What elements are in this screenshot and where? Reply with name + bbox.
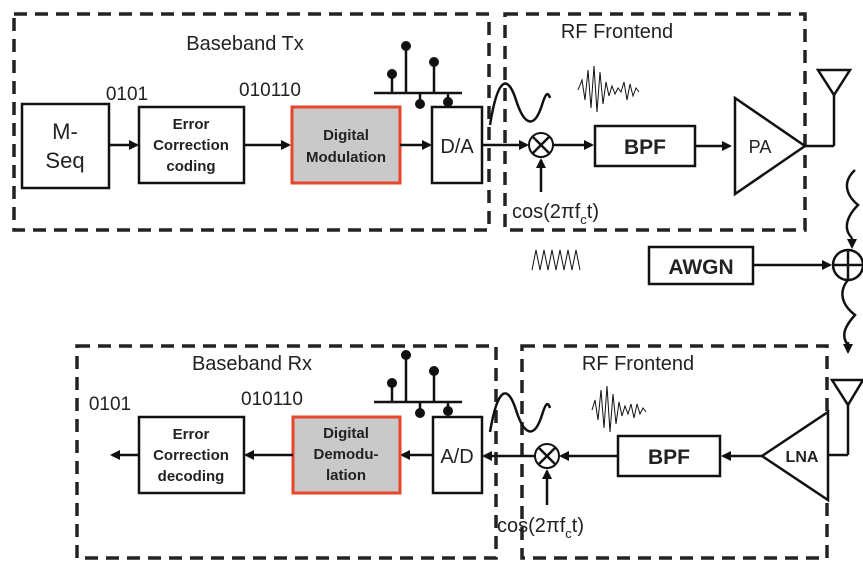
tx-mixer-icon xyxy=(528,132,554,158)
rx-analog-wave-icon xyxy=(488,392,552,433)
rx-symbols-icon xyxy=(374,350,462,418)
tx-antenna-icon xyxy=(815,68,853,146)
baseband-rx-region xyxy=(75,344,498,560)
mod-label-2: Modulation xyxy=(306,149,386,166)
rx-lo-label: cos(2πfct) xyxy=(497,515,584,541)
rx-bits-0101: 0101 xyxy=(89,394,131,415)
m-seq-block xyxy=(20,102,111,190)
ecd-label-2: Correction xyxy=(153,447,229,464)
ecd-label-1: Error xyxy=(173,426,210,443)
tx-bpf-label: BPF xyxy=(624,136,666,159)
rx-bpf-block xyxy=(616,434,722,478)
tx-symbols-icon xyxy=(374,41,462,109)
demod-label-3: lation xyxy=(326,467,366,484)
ecd-label-3: decoding xyxy=(158,468,225,485)
channel-signal-out-icon xyxy=(841,279,857,346)
awgn-label: AWGN xyxy=(668,256,733,279)
baseband-tx-region xyxy=(12,12,491,232)
rx-rf-frontend-title: RF Frontend xyxy=(582,353,694,375)
dac-label: D/A xyxy=(440,136,474,158)
baseband-tx-title: Baseband Tx xyxy=(186,33,304,55)
tx-bits-0101: 0101 xyxy=(106,84,148,105)
lna-amplifier xyxy=(759,409,830,503)
ecc-label-1: Error xyxy=(173,116,210,133)
lna-label: LNA xyxy=(786,449,819,466)
rx-bits-010110: 010110 xyxy=(241,389,303,410)
digital-modulation-block xyxy=(290,105,402,185)
error-correction-decoding-block xyxy=(137,415,246,495)
lo-signal-icon xyxy=(531,249,581,271)
tx-burst-icon xyxy=(577,65,640,113)
pa-amplifier xyxy=(733,95,808,197)
mod-label-1: Digital xyxy=(323,127,369,144)
pa-label: PA xyxy=(749,137,772,157)
adc-label: A/D xyxy=(440,446,473,468)
adder-icon xyxy=(831,248,863,282)
baseband-rx-title: Baseband Rx xyxy=(192,353,312,375)
rx-burst-icon xyxy=(591,385,647,433)
rx-mixer-icon xyxy=(534,443,560,469)
m-seq-label-2: Seq xyxy=(45,148,84,173)
rx-bpf-label: BPF xyxy=(648,446,690,469)
tx-bpf-block xyxy=(593,124,697,168)
digital-demodulation-block xyxy=(291,415,402,495)
ecc-label-2: Correction xyxy=(153,137,229,154)
m-seq-label-1: M- xyxy=(52,119,78,144)
ecc-label-3: coding xyxy=(166,158,215,175)
tx-lo-label: cos(2πfct) xyxy=(512,201,599,227)
channel-signal-in-icon xyxy=(845,169,860,239)
demod-label-1: Digital xyxy=(323,425,369,442)
rx-antenna-icon xyxy=(829,378,863,455)
tx-rf-frontend-title: RF Frontend xyxy=(561,21,673,43)
tx-analog-wave-icon xyxy=(488,82,552,126)
demod-label-2: Demodu- xyxy=(314,446,379,463)
tx-bits-010110: 010110 xyxy=(239,80,301,101)
tx-rf-frontend-region xyxy=(503,12,807,232)
